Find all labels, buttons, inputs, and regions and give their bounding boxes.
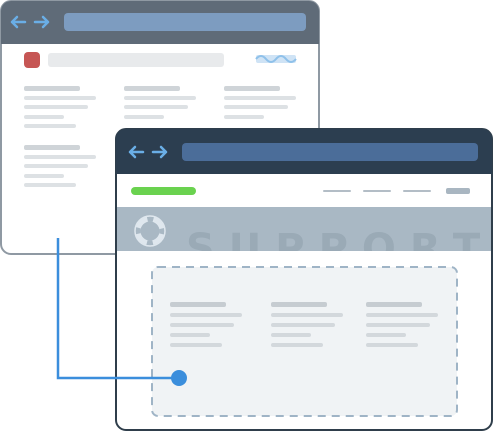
wave-badge-icon bbox=[255, 55, 297, 63]
green-logo-bar bbox=[131, 187, 196, 195]
front-browser-window: SUPPORT bbox=[115, 128, 494, 431]
back-content-lines bbox=[24, 86, 296, 187]
front-address-bar bbox=[182, 143, 478, 161]
front-nav-links bbox=[323, 188, 470, 194]
support-banner bbox=[117, 207, 491, 251]
connector-endpoint bbox=[171, 370, 187, 386]
red-square-logo-icon bbox=[24, 52, 40, 68]
back-header-bar bbox=[48, 53, 224, 67]
front-content-lines bbox=[170, 302, 438, 347]
back-forward-arrows-icon bbox=[128, 145, 168, 159]
lifebuoy-icon bbox=[134, 215, 166, 247]
back-forward-arrows-icon bbox=[10, 15, 50, 29]
embed-connector bbox=[56, 238, 187, 386]
connector-line bbox=[56, 238, 178, 380]
back-address-bar bbox=[64, 13, 306, 31]
back-browser-window bbox=[0, 0, 320, 255]
front-content-area bbox=[151, 266, 458, 417]
support-label: SUPPORT bbox=[186, 226, 494, 272]
